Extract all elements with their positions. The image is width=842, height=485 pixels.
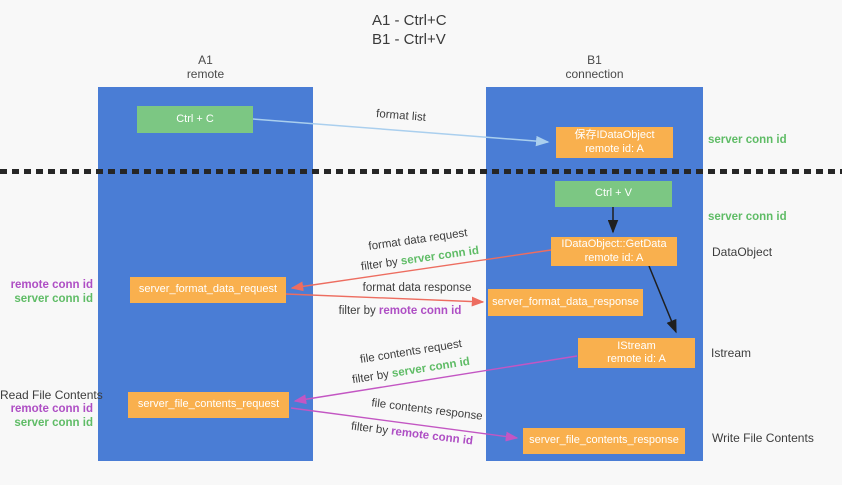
lane-header-a1: A1 remote [98, 53, 313, 81]
title-line-2: B1 - Ctrl+V [372, 31, 446, 48]
dataobject-annotation: DataObject [712, 245, 773, 259]
title-line-1: A1 - Ctrl+C [372, 12, 447, 29]
lane-header-b1: B1 connection [486, 53, 703, 81]
left-conn-id-block-1: remote conn id server conn id [0, 278, 93, 306]
format-list-arrow [252, 118, 550, 147]
server-file-contents-response-node: server_file_contents_response [523, 428, 685, 454]
lane-a1-title: A1 [198, 53, 213, 67]
idataobject-getdata-node: IDataObject::GetData remote id: A [551, 237, 677, 266]
server-format-data-response-node: server_format_data_response [488, 289, 643, 316]
remote-conn-id-annotation-1: remote conn id [10, 279, 93, 291]
lane-a1-subtitle: remote [186, 67, 225, 81]
save-idataobject-node: 保存IDataObject remote id: A [556, 127, 673, 158]
format-data-response-filter-label: filter by remote conn id [339, 305, 462, 317]
server-conn-id-annotation-4: server conn id [14, 417, 93, 429]
dotted-separator-line [0, 169, 842, 174]
server-format-data-request-node: server_format_data_request [130, 277, 286, 303]
save-idataobject-line2: remote id: A [585, 142, 644, 155]
lane-b1-title: B1 [587, 53, 602, 67]
istream-line1: IStream [617, 339, 656, 352]
format-data-request-arrow [290, 249, 552, 292]
remote-conn-id-text: remote conn id [378, 305, 462, 317]
write-file-contents-annotation: Write File Contents [712, 431, 814, 445]
format-data-response-arrow [285, 293, 485, 307]
server-file-contents-response-label: server_file_contents_response [529, 434, 679, 447]
format-data-response-label: format data response [362, 282, 472, 294]
server-conn-id-annotation-1: server conn id [708, 134, 787, 146]
remote-conn-id-annotation-2: remote conn id [10, 403, 93, 415]
server-conn-id-annotation-2: server conn id [708, 211, 787, 223]
istream-annotation: Istream [711, 346, 752, 360]
save-idataobject-line1: 保存IDataObject [574, 129, 655, 141]
filter-by-text: filter by [338, 305, 379, 317]
left-conn-id-block-2: Read File Contents remote conn id server… [0, 388, 103, 430]
ctrl-v-node: Ctrl + V [555, 181, 672, 207]
server-file-contents-request-label: server_file_contents_request [137, 398, 280, 411]
diagram-title: A1 - Ctrl+C B1 - Ctrl+V [372, 11, 447, 49]
read-file-contents-annotation: Read File Contents [0, 388, 103, 402]
idataobject-getdata-line1: IDataObject::GetData [561, 238, 667, 250]
istream-node: IStream remote id: A [578, 338, 695, 368]
server-file-contents-request-node: server_file_contents_request [128, 392, 289, 418]
server-conn-id-annotation-3: server conn id [14, 293, 93, 305]
ctrl-v-label: Ctrl + V [595, 187, 632, 200]
lane-b1-subtitle: connection [565, 67, 624, 81]
file-contents-request-arrow [293, 355, 578, 405]
server-format-data-request-label: server_format_data_request [138, 283, 278, 296]
server-format-data-response-label: server_format_data_response [492, 295, 639, 308]
file-contents-response-arrow [290, 407, 519, 442]
getdata-to-istream-arrow [648, 265, 677, 334]
ctrl-c-label: Ctrl + C [176, 112, 214, 125]
istream-line2: remote id: A [607, 353, 666, 365]
idataobject-getdata-line2: remote id: A [584, 251, 644, 264]
ctrl-c-node: Ctrl + C [137, 106, 253, 133]
